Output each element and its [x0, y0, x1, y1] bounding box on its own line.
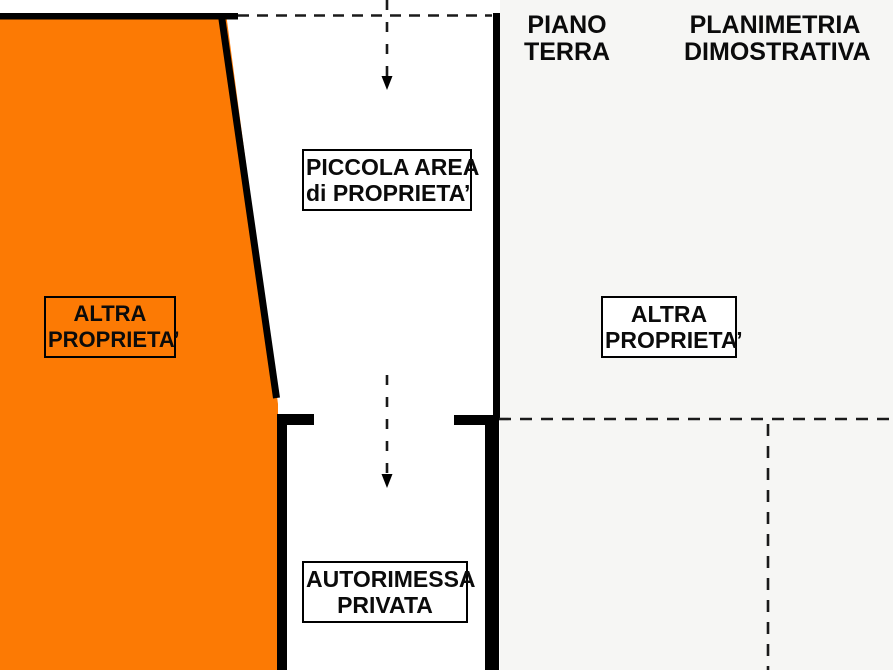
top-boundary-wall — [0, 13, 238, 20]
slanted-boundary-wall — [218, 15, 280, 399]
other-property-right-label: ALTRA PROPRIETA’ — [601, 296, 743, 358]
garage-door-stub-left — [278, 414, 314, 425]
garage-left-wall — [277, 414, 287, 670]
private-garage-label-line1: AUTORIMESSA — [306, 566, 476, 592]
down-arrow-icon — [381, 76, 393, 90]
small-area-label-line2: di PROPRIETA’ — [306, 180, 471, 206]
down-arrow-icon — [381, 474, 393, 488]
other-property-left-label-line1: ALTRA — [73, 301, 147, 326]
small-area-label: PICCOLA AREA di PROPRIETA’ — [302, 149, 480, 211]
drawing-title-line2: DIMOSTRATIVA — [684, 38, 871, 66]
other-property-left-label-line2: PROPRIETA’ — [48, 327, 180, 352]
floor-title-line1: PIANO — [527, 11, 607, 39]
other-property-right-label-line2: PROPRIETA’ — [605, 327, 743, 353]
drawing-title: PLANIMETRIA DIMOSTRATIVA — [684, 11, 871, 66]
private-garage-label-line2: PRIVATA — [337, 592, 433, 618]
drawing-title-line1: PLANIMETRIA — [689, 11, 861, 39]
other-property-region — [0, 13, 278, 670]
floor-title-line2: TERRA — [523, 38, 611, 66]
garage-door-stub-right — [454, 415, 499, 425]
other-property-left-label: ALTRA PROPRIETA’ — [44, 296, 180, 358]
other-property-right-label-line1: ALTRA — [630, 301, 708, 327]
private-garage-label: AUTORIMESSA PRIVATA — [302, 561, 476, 623]
floor-title: PIANO TERRA — [521, 12, 613, 66]
garage-right-wall — [485, 415, 499, 670]
small-area-label-line1: PICCOLA AREA — [306, 154, 480, 180]
corridor-right-wall — [493, 13, 500, 419]
